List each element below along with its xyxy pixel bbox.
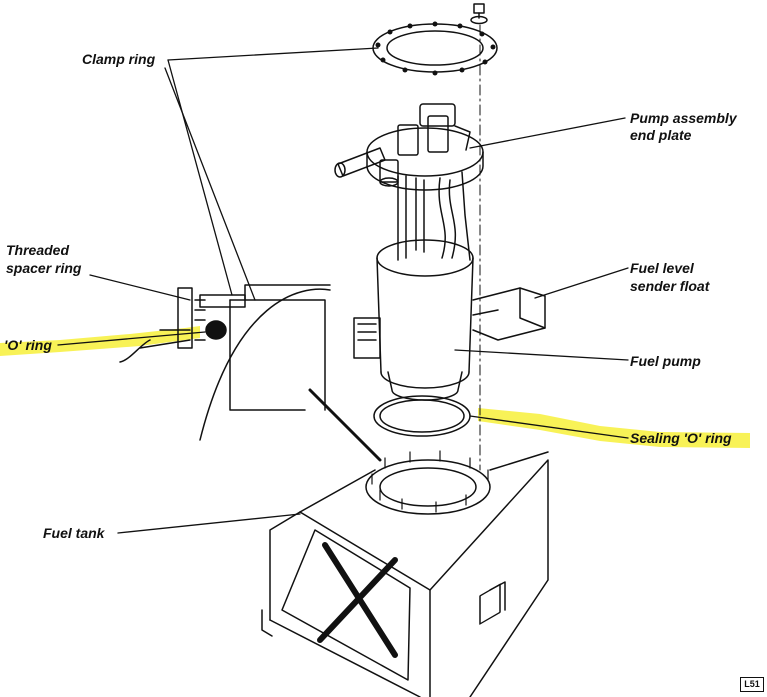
leader-threaded	[89, 274, 191, 301]
sender-float-part	[472, 287, 546, 341]
highlight-sealing-o-ring	[478, 408, 750, 448]
label-pump-assembly-line2: end plate	[630, 127, 692, 143]
label-fuel-pump: Fuel pump	[630, 353, 701, 369]
fuel-pump-part	[353, 239, 474, 401]
leader-fuel-level	[534, 267, 629, 299]
label-o-ring: 'O' ring	[4, 337, 52, 353]
corner-code-badge: L51	[740, 677, 764, 692]
leader-fuel-tank	[117, 513, 301, 534]
detail-inset	[119, 284, 382, 462]
fuel-tank-part	[261, 450, 549, 697]
leader-clamp-ring	[167, 47, 379, 61]
label-clamp-ring: Clamp ring	[82, 51, 156, 67]
label-fuel-level-line1: Fuel level	[630, 260, 694, 276]
leader-sealing-o-ring	[469, 415, 629, 439]
end-plate-part	[334, 103, 484, 191]
leader-fuel-pump	[454, 349, 629, 361]
leader-lines	[57, 47, 629, 534]
label-fuel-level-line2: sender float	[630, 278, 710, 294]
label-pump-assembly-line1: Pump assembly	[630, 110, 737, 126]
label-threaded-line1: Threaded	[6, 242, 70, 258]
feed-tubes	[397, 171, 471, 261]
sealing-o-ring-part	[373, 395, 471, 437]
leader-pump-assembly	[469, 117, 626, 149]
screw-part	[470, 3, 488, 25]
leader-o-ring	[57, 331, 206, 346]
label-threaded-line2: spacer ring	[6, 260, 82, 276]
label-fuel-tank: Fuel tank	[43, 525, 105, 541]
clamp-ring-part	[372, 21, 498, 76]
label-sealing-o-ring: Sealing 'O' ring	[630, 430, 732, 446]
